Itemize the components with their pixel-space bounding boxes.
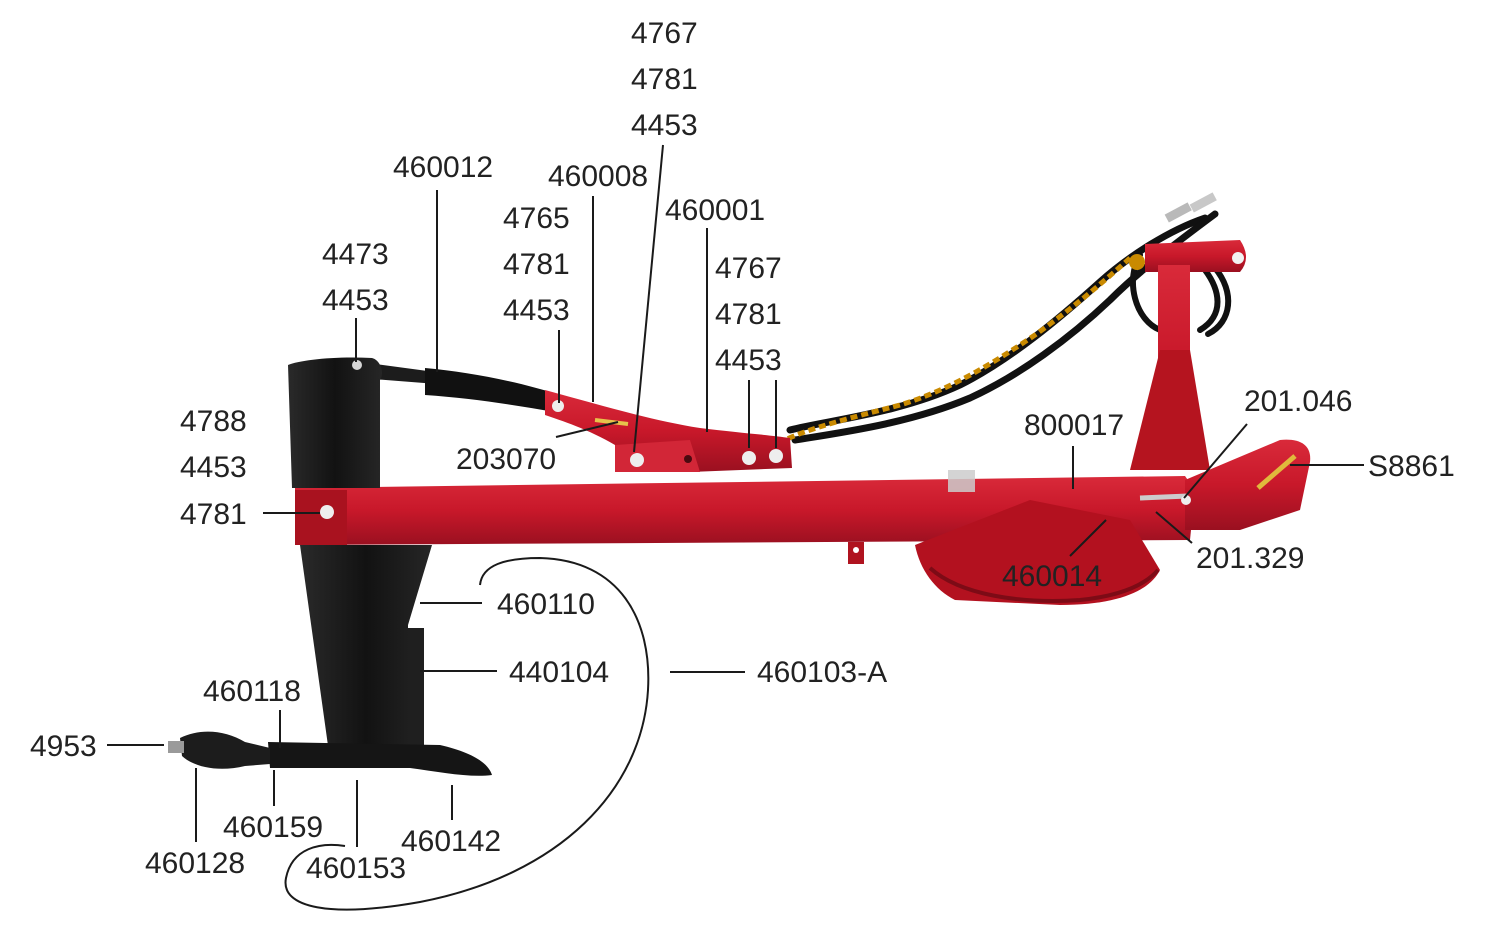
label-4453-a: 4453: [503, 294, 570, 327]
label-4953: 4953: [30, 730, 97, 763]
label-201-046: 201.046: [1244, 385, 1352, 418]
label-top-4767: 4767: [631, 17, 698, 50]
coupler-2: [1189, 192, 1217, 213]
label-S8861: S8861: [1368, 450, 1455, 483]
wing-body: [1185, 439, 1311, 530]
shoe-body: [268, 742, 492, 776]
label-201-329: 201.329: [1196, 542, 1304, 575]
beam-end-cap: [295, 490, 347, 545]
beam-end-bolt: [320, 505, 334, 519]
assembly-bracket-460103A: [284, 556, 650, 911]
leader-top-4453: [633, 144, 664, 453]
cylinder-mount-bracket: [545, 390, 792, 472]
tower-pin-right: [1232, 252, 1244, 264]
label-460110: 460110: [497, 588, 595, 621]
label-4767-b: 4767: [715, 252, 782, 285]
tower-gusset: [1130, 350, 1210, 470]
shank-lower: [300, 545, 432, 760]
safety-chain: [783, 256, 1132, 443]
part-labels: 4767 4781 4453 460012 460008 460001 4765…: [30, 17, 1455, 885]
shank-wear-plate: [408, 628, 424, 758]
bolt-bracket-mid: [630, 453, 644, 467]
bolt-bracket-right-b: [769, 449, 783, 463]
hose-couplers: [1164, 192, 1217, 223]
moldboard-edge: [928, 566, 1160, 603]
implement-illustration: [168, 192, 1311, 776]
hitch-tower: [1129, 240, 1246, 470]
tower-top-plate: [1145, 240, 1246, 272]
bolt-bracket-right-a: [742, 451, 756, 465]
leader-lines: [107, 144, 1364, 911]
shank-upper: [288, 357, 383, 488]
label-460012: 460012: [393, 151, 493, 184]
label-460153: 460153: [306, 852, 406, 885]
tower-pin-left: [1129, 254, 1145, 270]
label-460159: 460159: [223, 811, 323, 844]
wing-link: [1139, 493, 1189, 501]
label-460128: 460128: [145, 847, 245, 880]
hose-loop-c: [1205, 265, 1232, 337]
hose-loop-b: [1197, 267, 1221, 333]
label-460142: 460142: [401, 825, 501, 858]
label-4453-c: 4453: [715, 344, 782, 377]
coupler-1: [1164, 202, 1192, 223]
bolt-bracket-hole: [684, 455, 692, 463]
shank-top-bolt: [352, 360, 362, 370]
label-800017: 800017: [1024, 409, 1124, 442]
label-460103A: 460103-A: [757, 656, 887, 689]
label-4781-b: 4781: [715, 298, 782, 331]
plow-shoe: [168, 731, 492, 776]
label-4473: 4473: [322, 238, 389, 271]
label-4453-d: 4453: [180, 451, 247, 484]
label-top-4453: 4453: [631, 109, 698, 142]
label-4453-b: 4453: [322, 284, 389, 317]
label-460118: 460118: [203, 675, 301, 708]
label-460001: 460001: [665, 194, 765, 227]
clevis-pin: [594, 418, 629, 426]
leader-203070: [555, 421, 619, 438]
bolt-upper-bracket: [552, 400, 564, 412]
label-4781-c: 4781: [180, 498, 247, 531]
label-4781-a: 4781: [503, 248, 570, 281]
label-4765: 4765: [503, 202, 570, 235]
label-460008: 460008: [548, 160, 648, 193]
shoe-point: [180, 731, 270, 769]
label-440104: 440104: [509, 656, 609, 689]
shoe-tip-stud: [168, 741, 184, 753]
leader-201-329: [1155, 511, 1193, 544]
label-4788: 4788: [180, 405, 247, 438]
hose-upper: [786, 214, 1209, 434]
label-top-4781: 4781: [631, 63, 698, 96]
label-460014: 460014: [1002, 560, 1102, 593]
cylinder-barrel: [425, 368, 560, 412]
beam-mount-clip: [948, 470, 975, 492]
label-203070: 203070: [456, 443, 556, 476]
right-wing-plate: [1139, 439, 1311, 530]
shank: [288, 357, 432, 760]
leader-201-046: [1183, 423, 1248, 499]
beam-tab-hole: [853, 547, 859, 553]
top-cylinder-assembly: [360, 362, 792, 472]
leader-460014: [1069, 519, 1107, 557]
wing-pin: [1256, 454, 1297, 490]
